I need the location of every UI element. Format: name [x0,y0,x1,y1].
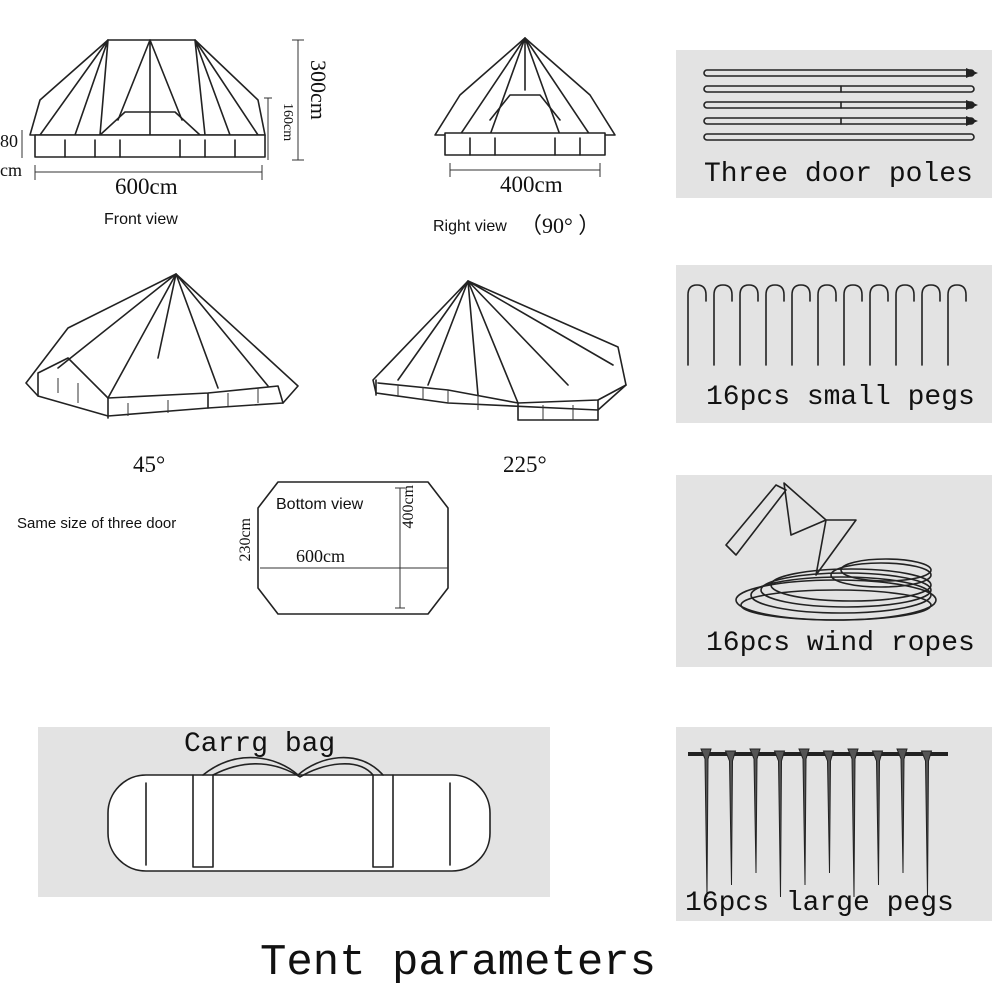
large-pegs-label: 16pcs large pegs [685,888,954,919]
large-peg-icon [700,748,712,898]
same-size-note: Same size of three door [17,515,177,532]
angle-225-drawing [372,280,627,421]
bottom-view-drawing [257,481,449,615]
right-view-angle: （90° ） [520,213,601,238]
carry-bag-icon [107,756,491,872]
front-left-height-label: 80 [0,131,18,151]
front-wall-height-label: 160cm [280,103,295,142]
small-peg-icon [947,284,967,366]
small-peg-icon [765,284,785,366]
large-peg-icon [847,748,859,898]
page-title: Tent parameters [260,938,657,988]
large-peg-icon [896,748,908,874]
front-height-label: 300cm [306,60,331,120]
small-pegs-label: 16pcs small pegs [706,382,975,413]
wind-ropes-icon [725,482,937,621]
bottom-width-label: 600cm [296,546,345,566]
carry-bag-panel: Carrg bag [38,727,550,897]
small-peg-icon [869,284,889,366]
large-peg-icon [920,750,933,898]
large-pegs-icon [688,748,948,898]
small-peg-icon [739,284,759,366]
angle-225-label: 225° [503,452,547,477]
right-width-label: 400cm [500,172,563,197]
large-peg-icon [798,748,810,886]
right-view-drawing [434,37,616,177]
small-peg-icon [817,284,837,366]
small-peg-icon [687,284,707,366]
large-peg-icon [871,750,884,886]
door-poles-panel: Three door poles [676,50,992,198]
small-pegs-icon [687,284,967,366]
wind-ropes-label: 16pcs wind ropes [706,628,975,659]
carry-bag-label: Carrg bag [184,729,336,760]
small-peg-icon [843,284,863,366]
front-left-unit-label: cm [0,160,22,180]
large-peg-icon [749,748,761,874]
door-poles-label: Three door poles [704,159,973,190]
poles-icon [703,68,978,141]
large-pegs-panel: 16pcs large pegs [676,727,992,921]
front-view-drawing [21,39,304,180]
large-peg-icon [822,750,835,874]
right-view-label: Right view [433,218,507,235]
front-width-label: 600cm [115,174,178,199]
wind-ropes-panel: 16pcs wind ropes [676,475,992,667]
small-peg-icon [791,284,811,366]
small-peg-icon [921,284,941,366]
large-peg-icon [724,750,737,886]
angle-45-label: 45° [133,452,166,477]
bottom-door-size-label: 230cm [237,518,254,562]
small-peg-icon [713,284,733,366]
small-pegs-panel: 16pcs small pegs [676,265,992,423]
angle-45-drawing [25,273,299,419]
bottom-view-label: Bottom view [276,496,364,513]
front-view-label: Front view [104,211,178,228]
small-peg-icon [895,284,915,366]
large-peg-icon [773,750,786,898]
